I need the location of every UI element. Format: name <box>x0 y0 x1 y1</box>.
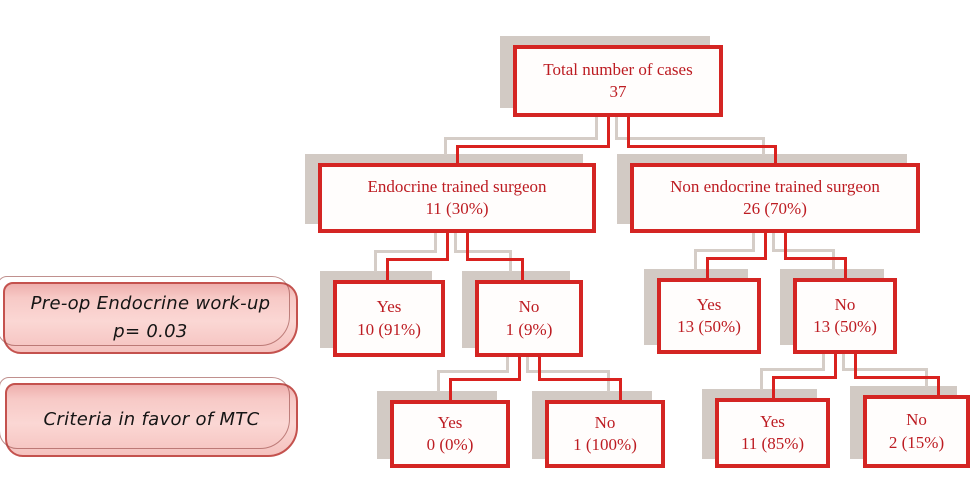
node-title: No <box>906 410 927 430</box>
node-endocrine-criteria-no: No 1 (100%) <box>545 400 665 468</box>
connector-line <box>936 375 940 395</box>
node-non-endocrine-workup-no: No 13 (50%) <box>793 278 897 354</box>
node-endocrine-workup-yes: Yes 10 (91%) <box>333 280 445 357</box>
node-title: No <box>518 297 540 317</box>
connector-line <box>606 117 610 148</box>
connector-line <box>517 357 521 381</box>
connector-line <box>705 256 767 260</box>
connector-line <box>626 117 630 148</box>
connector-shadow <box>693 248 697 270</box>
connector-shadow <box>614 109 618 140</box>
node-title: Yes <box>437 412 463 432</box>
connector-shadow <box>821 346 825 371</box>
connector-shadow <box>443 136 598 140</box>
connector-shadow <box>614 136 765 140</box>
node-title: Total number of cases <box>543 59 693 79</box>
connector-shadow <box>443 136 447 155</box>
node-value: 0 (0%) <box>426 435 474 454</box>
node-value: 37 <box>609 82 627 101</box>
connector-shadow <box>453 249 512 253</box>
connector-line <box>853 354 857 379</box>
node-title: Yes <box>376 297 402 317</box>
connector-line <box>618 377 622 400</box>
node-value: 1 (100%) <box>573 435 637 454</box>
connector-shadow <box>373 249 377 272</box>
node-title: Endocrine trained surgeon <box>367 176 547 196</box>
connector-line <box>448 377 452 400</box>
node-total-cases: Total number of cases 37 <box>513 45 723 117</box>
node-non-endocrine-trained-surgeon: Non endocrine trained surgeon 26 (70%) <box>630 163 920 233</box>
node-value: 11 (85%) <box>740 434 805 453</box>
connector-line <box>853 375 940 379</box>
node-value: 26 (70%) <box>743 199 807 218</box>
connector-shadow <box>508 249 512 272</box>
connector-line <box>771 375 837 379</box>
connector-line <box>465 257 524 261</box>
connector-shadow <box>693 248 755 252</box>
connector-line <box>705 256 709 278</box>
connector-shadow <box>841 346 845 371</box>
connector-shadow <box>841 367 928 371</box>
node-value: 13 (50%) <box>813 317 877 336</box>
node-title: Non endocrine trained surgeon <box>670 176 880 196</box>
node-value: 10 (91%) <box>357 319 421 339</box>
connector-line <box>455 144 459 163</box>
node-value: 13 (50%) <box>677 317 741 336</box>
connector-shadow <box>373 249 437 253</box>
node-value: 1 (9%) <box>505 319 553 339</box>
connector-shadow <box>505 349 509 373</box>
connector-line <box>385 257 389 280</box>
connector-line <box>763 233 767 260</box>
node-value: 11 (30%) <box>425 199 489 218</box>
connector-line <box>833 354 837 379</box>
connector-shadow <box>525 369 610 373</box>
connector-line <box>771 375 775 398</box>
node-non-endocrine-criteria-no: No 2 (15%) <box>863 395 970 468</box>
connector-shadow <box>771 248 835 252</box>
label-text: Pre-op Endocrine work-up <box>30 293 271 315</box>
connector-line <box>465 233 469 261</box>
connector-line <box>448 377 521 381</box>
connector-line <box>537 357 541 381</box>
connector-line <box>520 257 524 280</box>
node-title: No <box>834 294 856 314</box>
label-criteria-mtc: Criteria in favor of MTC <box>0 377 298 457</box>
connector-line <box>773 144 777 163</box>
node-non-endocrine-workup-yes: Yes 13 (50%) <box>657 278 761 354</box>
label-pvalue: p= 0.03 <box>113 321 188 342</box>
connector-shadow <box>751 225 755 252</box>
connector-line <box>445 233 449 261</box>
node-endocrine-trained-surgeon: Endocrine trained surgeon 11 (30%) <box>318 163 596 233</box>
node-endocrine-workup-no: No 1 (9%) <box>475 280 583 357</box>
node-non-endocrine-criteria-yes: Yes 11 (85%) <box>715 398 830 468</box>
connector-shadow <box>759 367 763 390</box>
connector-line <box>843 256 847 278</box>
connector-line <box>783 256 847 260</box>
connector-line <box>783 233 787 260</box>
connector-shadow <box>771 225 775 252</box>
label-preop-endocrine-workup: Pre-op Endocrine work-up p= 0.03 <box>0 276 298 354</box>
node-title: Yes <box>696 294 722 314</box>
connector-shadow <box>436 369 440 392</box>
node-value: 2 (15%) <box>888 432 945 452</box>
node-endocrine-criteria-yes: Yes 0 (0%) <box>390 400 510 468</box>
connector-line <box>455 144 610 148</box>
node-title: No <box>594 412 616 432</box>
connector-line <box>385 257 449 261</box>
node-title: Yes <box>760 411 785 431</box>
connector-shadow <box>433 225 437 253</box>
connector-shadow <box>606 369 610 392</box>
connector-line <box>626 144 777 148</box>
connector-shadow <box>525 349 529 373</box>
connector-shadow <box>453 225 457 253</box>
connector-line <box>537 377 622 381</box>
connector-shadow <box>759 367 825 371</box>
label-text: Criteria in favor of MTC <box>43 409 260 431</box>
connector-shadow <box>594 109 598 140</box>
connector-shadow <box>436 369 509 373</box>
